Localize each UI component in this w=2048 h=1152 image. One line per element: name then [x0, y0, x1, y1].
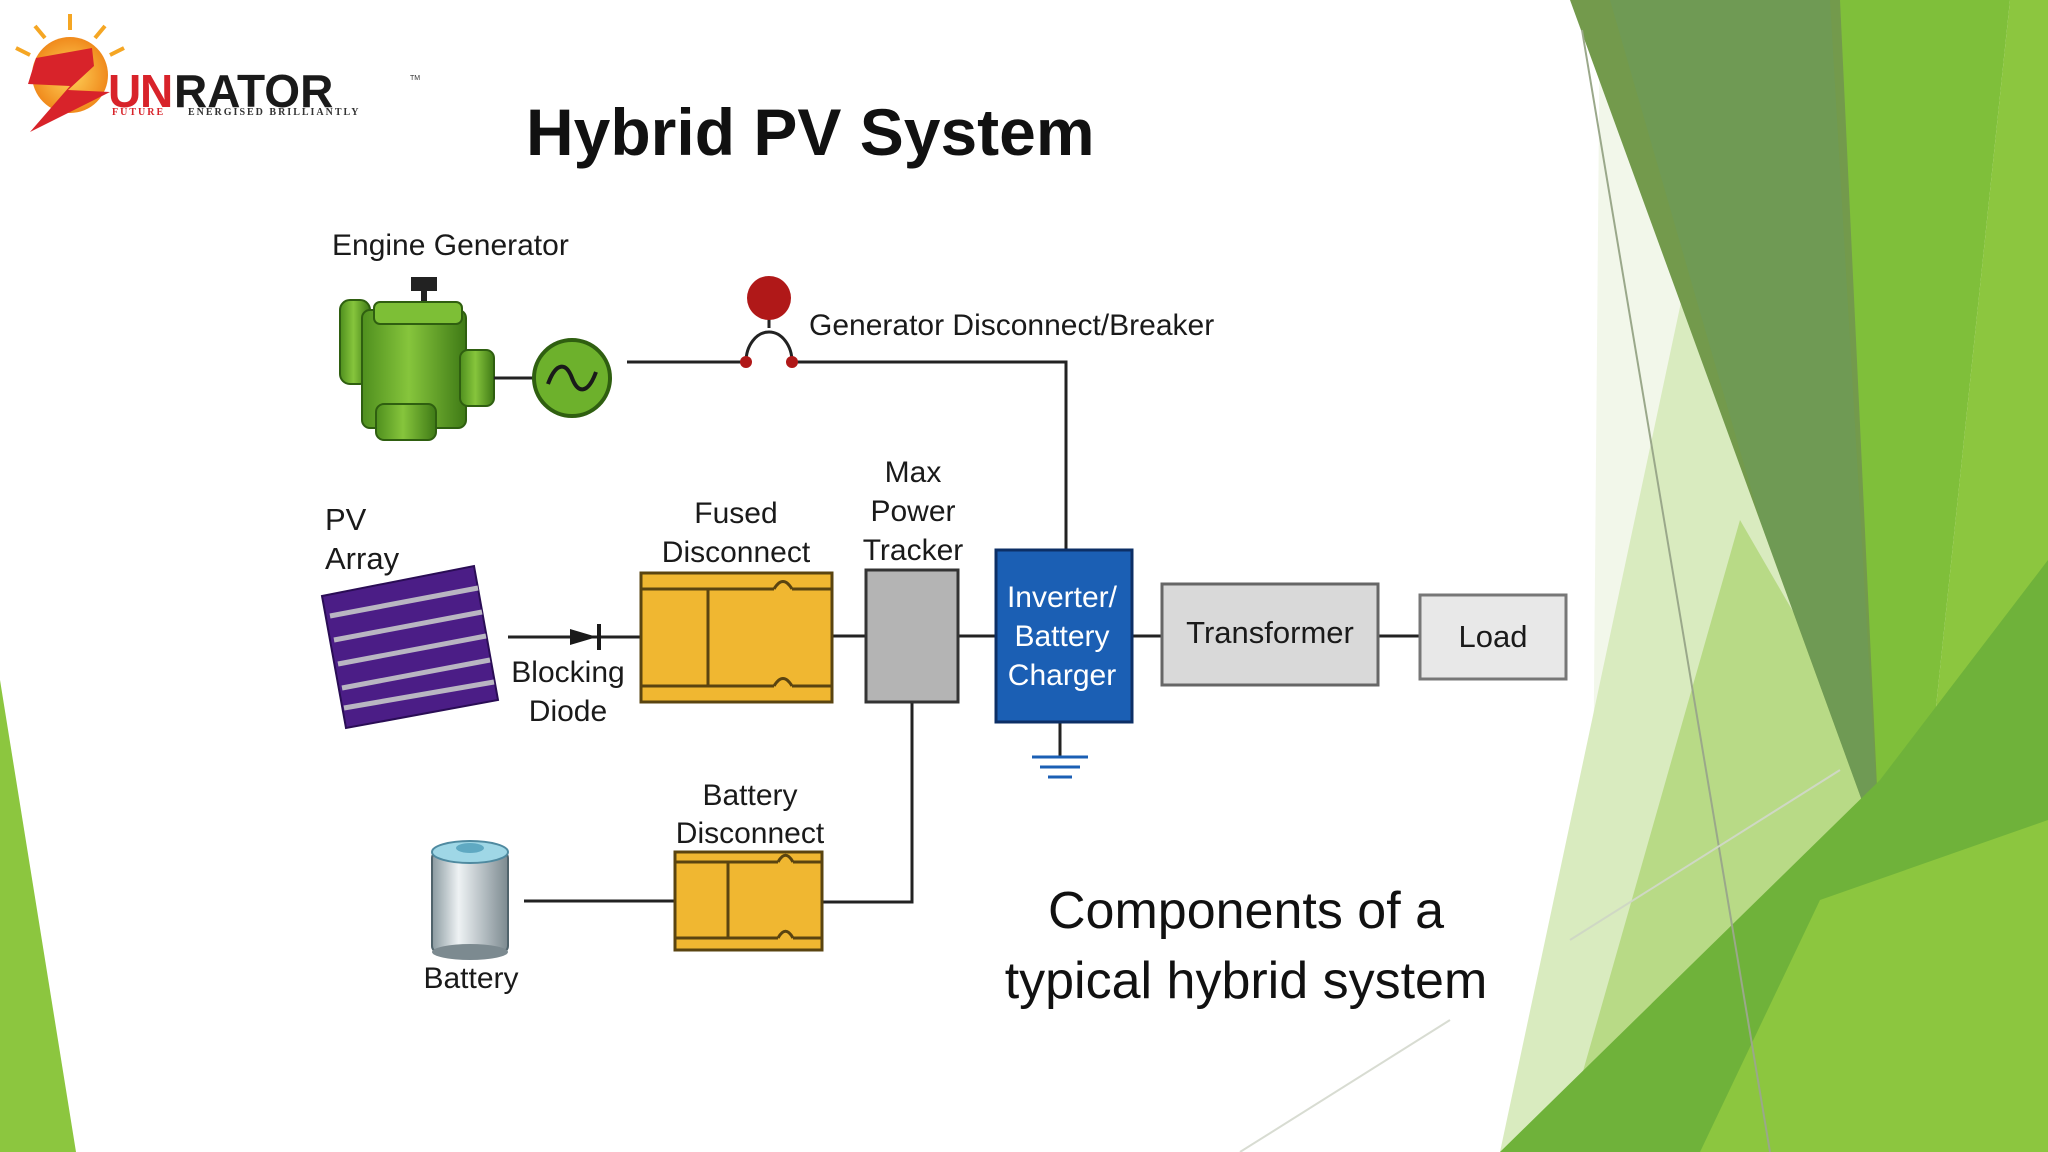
- logo-letters-n: N: [140, 65, 173, 117]
- logo-bolt-icon: [28, 48, 110, 132]
- right-bright-shape: [1840, 0, 2010, 860]
- breaker-icon: [740, 276, 798, 368]
- ground-icon: [1032, 755, 1088, 779]
- load-box: [1418, 593, 1568, 681]
- label-engine-generator: Engine Generator: [332, 229, 569, 262]
- battery-disconnect-box: [673, 850, 824, 952]
- sunrator-logo: U N RATOR TM FUTURE ENERGISED BRILLIANTL…: [15, 14, 420, 132]
- inverter-box: [994, 548, 1134, 724]
- battery-icon: [431, 840, 509, 960]
- logo-letters-u: U: [108, 65, 141, 117]
- slide-title: Hybrid PV System: [526, 95, 1095, 169]
- label-load: Load: [1459, 619, 1528, 654]
- logo-tagline-rest: ENERGISED BRILLIANTLY: [188, 107, 361, 118]
- label-generator-disconnect: Generator Disconnect/Breaker: [809, 309, 1214, 342]
- fused-disconnect-box: [639, 571, 834, 704]
- wires: [508, 360, 1420, 904]
- label-battery: Battery: [423, 962, 518, 995]
- label-inverter-line2: Battery: [1014, 620, 1109, 653]
- label-blocking-diode-line2: Diode: [529, 695, 607, 728]
- label-inverter-line1: Inverter/: [1007, 581, 1118, 614]
- label-pv-array-line1: PV: [325, 502, 367, 537]
- engine-generator-icon: [339, 277, 533, 441]
- logo-letters-rest: RATOR: [174, 65, 333, 117]
- label-max-power-line3: Tracker: [863, 534, 964, 567]
- max-power-tracker-box: [864, 568, 960, 704]
- wire-tracker-to-battery-disconnect: [822, 702, 914, 904]
- logo-tagline-future: FUTURE: [112, 107, 165, 118]
- label-fused-disconnect-line1: Fused: [694, 497, 777, 530]
- label-inverter-line3: Charger: [1008, 659, 1116, 692]
- thin-line-1: [1581, 29, 1771, 1152]
- label-battery-disconnect-line1: Battery: [702, 779, 797, 812]
- label-fused-disconnect-line2: Disconnect: [662, 536, 811, 569]
- label-blocking-diode-line1: Blocking: [511, 656, 624, 689]
- thin-line-2: [1569, 769, 1841, 941]
- thin-line-3: [1239, 1019, 1451, 1152]
- pv-panel-icon: [320, 564, 500, 730]
- label-pv-array-line2: Array: [325, 541, 400, 576]
- label-battery-disconnect-line2: Disconnect: [676, 817, 825, 850]
- diode-icon: [570, 624, 601, 650]
- caption-line1: Components of a: [1048, 882, 1444, 940]
- caption-line2: typical hybrid system: [1005, 952, 1488, 1010]
- alternator-symbol-icon: [532, 338, 612, 418]
- right-bottom-bright-shape: [1700, 820, 2048, 1152]
- label-max-power-line2: Power: [870, 495, 955, 528]
- right-gray-green-shape: [1610, 0, 1880, 850]
- left-green-strip: [0, 680, 76, 1152]
- label-max-power-line1: Max: [885, 456, 942, 489]
- logo-tm: TM: [410, 75, 420, 82]
- transformer-box: [1160, 582, 1380, 687]
- label-transformer: Transformer: [1186, 615, 1354, 650]
- wire-breaker-to-inverter: [792, 360, 1068, 550]
